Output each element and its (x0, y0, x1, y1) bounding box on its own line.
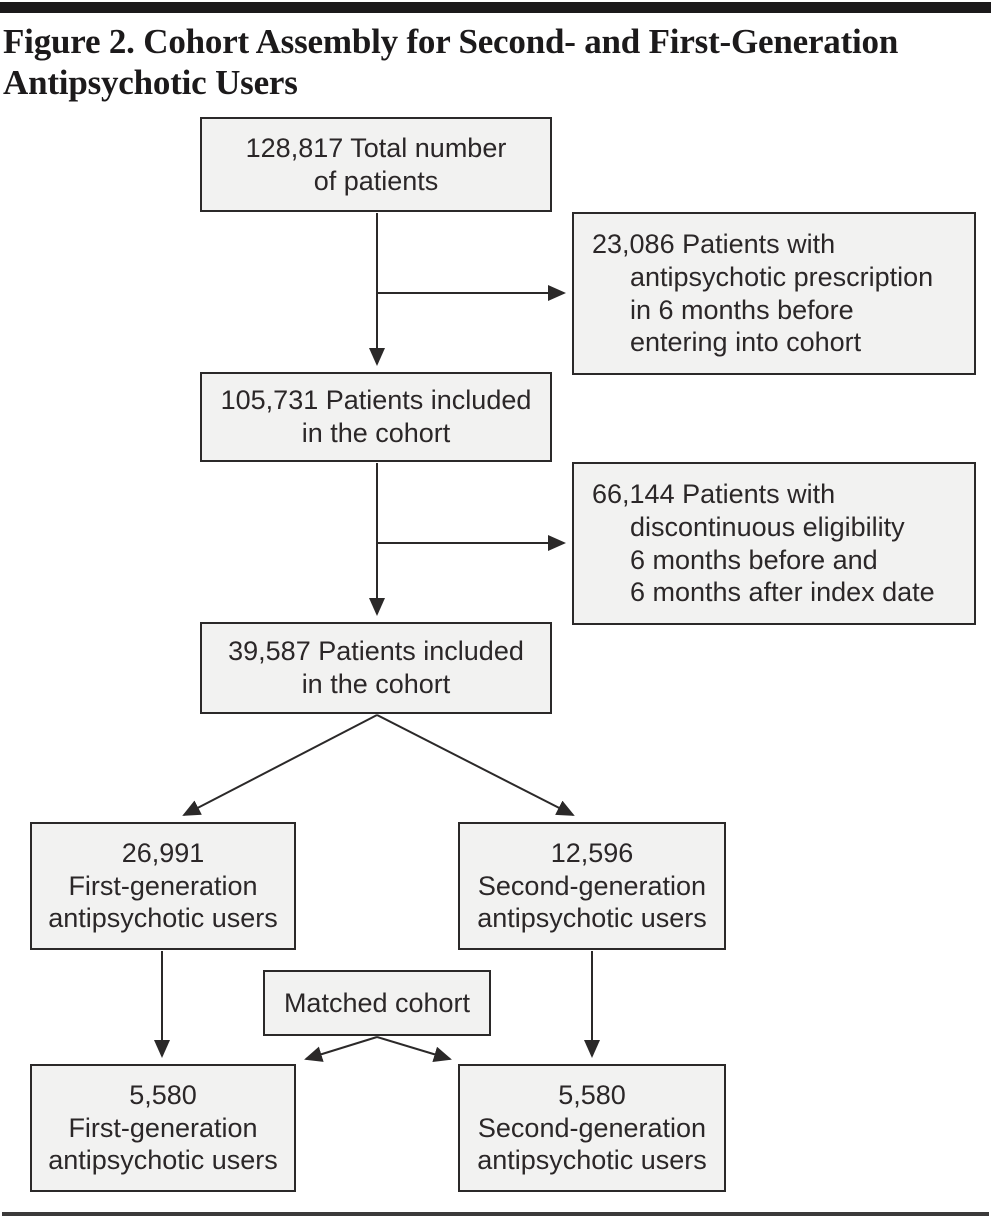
arrow-cohort2-to-first-gen (182, 714, 378, 816)
box-first-generation-users-text: 26,991 First-generation antipsychotic us… (48, 837, 278, 934)
box-total-patients: 128,817 Total number of patients (200, 117, 552, 212)
bottom-rule (2, 1212, 989, 1216)
box-exclusion-prior-prescription: 23,086 Patients with antipsychotic presc… (572, 212, 976, 375)
box-matched-second-generation-users: 5,580 Second-generation antipsychotic us… (458, 1064, 726, 1192)
arrow-cohort2-to-second-gen (376, 714, 575, 816)
box-matched-cohort-text: Matched cohort (283, 987, 471, 1018)
box-matched-cohort: Matched cohort (263, 970, 491, 1036)
box-second-generation-users-text: 12,596 Second-generation antipsychotic u… (477, 837, 707, 934)
box-second-generation-users: 12,596 Second-generation antipsychotic u… (458, 822, 726, 950)
box-exclusion-discontinuous-eligibility: 66,144 Patients with discontinuous eligi… (572, 462, 976, 625)
box-matched-first-generation-users: 5,580 First-generation antipsychotic use… (30, 1064, 296, 1192)
box-cohort-105731: 105,731 Patients included in the cohort (200, 372, 552, 462)
arrow-matched-to-first-gen (304, 1036, 378, 1062)
box-matched-second-generation-users-text: 5,580 Second-generation antipsychotic us… (477, 1079, 707, 1176)
figure-title: Figure 2. Cohort Assembly for Second- an… (3, 22, 899, 102)
box-first-generation-users: 26,991 First-generation antipsychotic us… (30, 822, 296, 950)
box-cohort-39587: 39,587 Patients included in the cohort (200, 622, 552, 714)
box-total-patients-text: 128,817 Total number of patients (245, 132, 507, 196)
arrow-matched-to-second-gen (376, 1036, 452, 1063)
box-exclusion-prior-prescription-text: 23,086 Patients with antipsychotic presc… (592, 228, 934, 358)
box-cohort-39587-text: 39,587 Patients included in the cohort (228, 636, 524, 699)
box-matched-first-generation-users-text: 5,580 First-generation antipsychotic use… (48, 1079, 278, 1176)
box-exclusion-discontinuous-eligibility-text: 66,144 Patients with discontinuous eligi… (592, 478, 935, 608)
top-rule (0, 2, 991, 13)
box-cohort-105731-text: 105,731 Patients included in the cohort (220, 385, 532, 448)
